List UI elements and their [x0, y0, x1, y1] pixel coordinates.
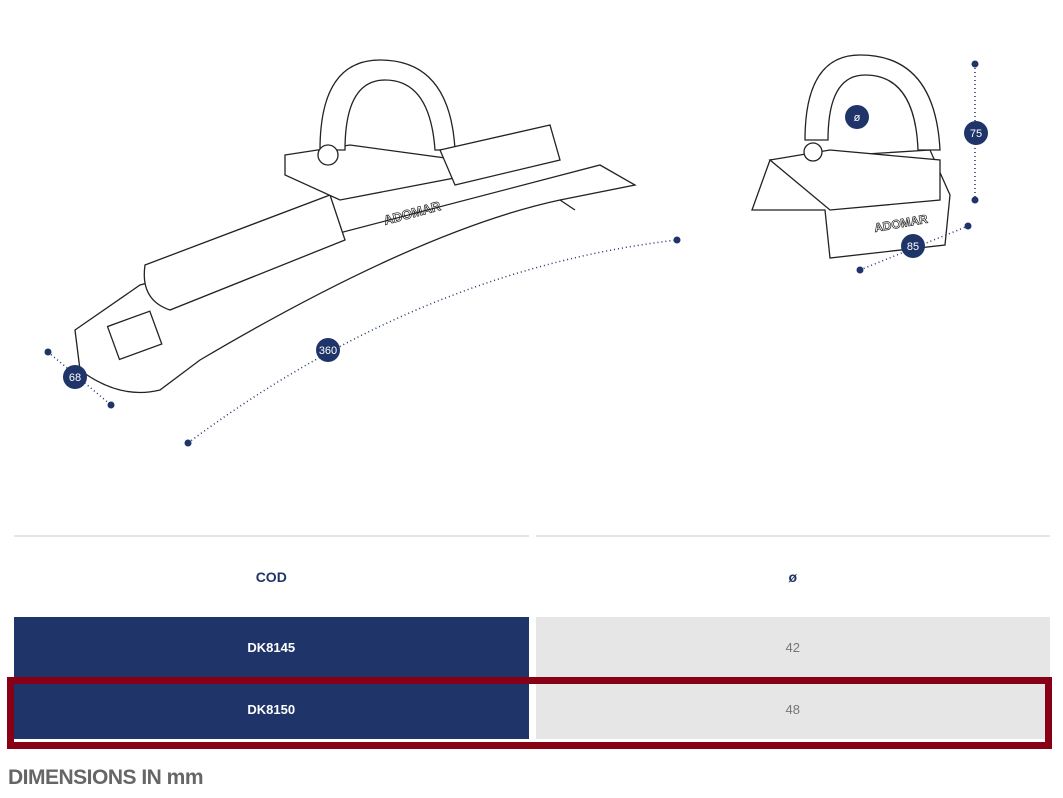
svg-text:360: 360 — [319, 345, 337, 357]
depth-badge: 85 — [901, 234, 925, 258]
diameter-cell: 42 — [535, 617, 1050, 679]
short-bracket-illustration — [751, 54, 951, 259]
header-cod: COD — [14, 535, 529, 617]
svg-text:68: 68 — [69, 372, 81, 384]
svg-text:75: 75 — [970, 128, 982, 140]
height-badge: 75 — [964, 121, 988, 145]
length-badge: 360 — [316, 338, 340, 362]
diameter-badge: ø — [845, 105, 869, 129]
diameter-cell: 48 — [535, 679, 1050, 741]
table-header: COD ø — [14, 535, 1050, 617]
code-cell: DK8145 — [14, 617, 529, 679]
svg-text:ø: ø — [854, 112, 861, 124]
dimension-endpoints — [44, 60, 979, 447]
code-cell: DK8150 — [14, 679, 529, 741]
long-bracket-illustration — [74, 59, 637, 394]
svg-text:85: 85 — [907, 241, 919, 253]
width-badge: 68 — [63, 365, 87, 389]
product-table: COD ø DK8145 42 DK8150 48 — [14, 535, 1050, 741]
header-diameter: ø — [535, 535, 1050, 617]
dimensions-title: DIMENSIONS IN mm — [8, 766, 204, 789]
table-row[interactable]: DK8150 48 — [14, 679, 1050, 741]
table-row[interactable]: DK8145 42 — [14, 617, 1050, 679]
product-drawing: ADOMAR ADOMAR 68 360 ø 75 85 — [44, 54, 988, 447]
